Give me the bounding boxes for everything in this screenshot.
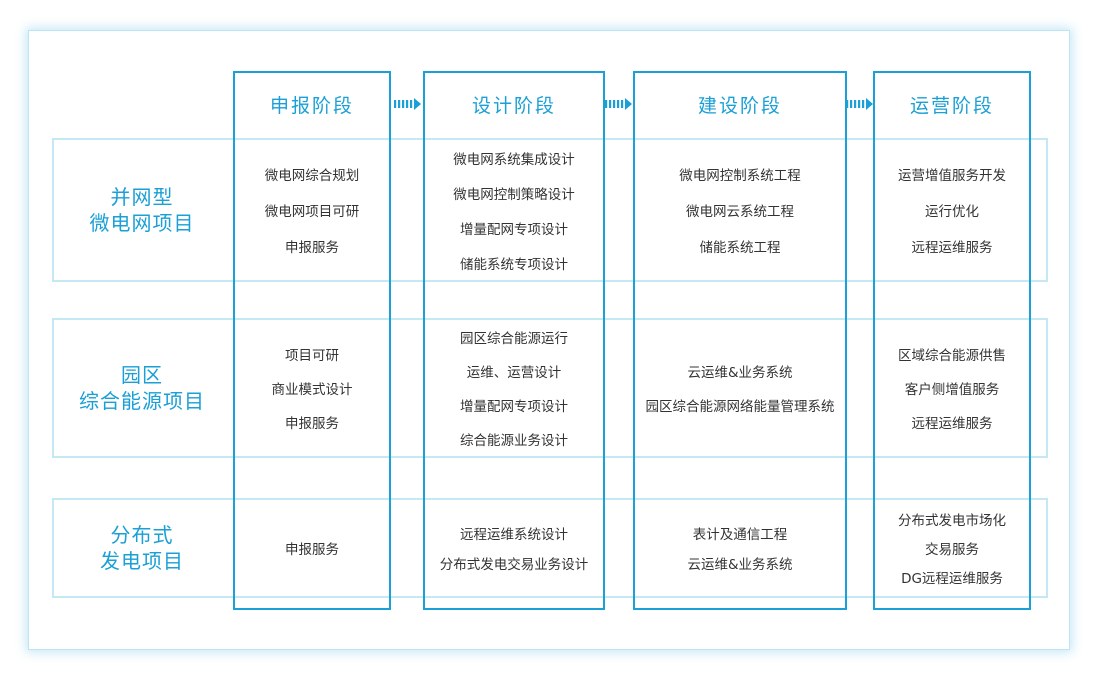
cell-park-build: 云运维&业务系统 园区综合能源网络能量管理系统 [633, 318, 847, 458]
cell-item: 综合能源业务设计 [460, 433, 568, 449]
stage-header-apply: 申报阶段 [269, 94, 354, 117]
cell-item: 储能系统工程 [699, 240, 781, 256]
row-label-line: 微电网项目 [89, 211, 195, 235]
cell-item: 云运维&业务系统 [687, 365, 793, 381]
cell-park-apply: 项目可研 商业模式设计 申报服务 [233, 318, 391, 458]
cell-item: 运行优化 [925, 204, 979, 220]
cell-grid-apply: 微电网综合规划 微电网项目可研 申报服务 [233, 138, 391, 282]
cell-item: 增量配网专项设计 [460, 221, 568, 238]
cell-item: 远程运维服务 [911, 416, 993, 432]
cell-item: 表计及通信工程 [692, 527, 788, 543]
cell-item: 运营增值服务开发 [898, 168, 1006, 184]
cell-item: 远程运维系统设计 [460, 527, 568, 543]
row-label-park-energy: 园区 综合能源项目 [52, 318, 232, 458]
cell-item: 交易服务 [925, 542, 979, 558]
cell-dist-design: 远程运维系统设计 分布式发电交易业务设计 [423, 498, 605, 598]
stage-column-design [423, 71, 605, 610]
cell-item: 园区综合能源运行 [460, 331, 568, 347]
cell-grid-operate: 运营增值服务开发 运行优化 远程运维服务 [873, 138, 1031, 282]
cell-grid-build: 微电网控制系统工程 微电网云系统工程 储能系统工程 [633, 138, 847, 282]
stage-column-operate [873, 71, 1031, 610]
cell-dist-build: 表计及通信工程 云运维&业务系统 [633, 498, 847, 598]
arrow-right-icon [605, 97, 633, 111]
cell-item: 微电网控制策略设计 [453, 186, 575, 203]
row-label-line: 园区 [121, 363, 163, 387]
cell-item: 微电网综合规划 [264, 168, 360, 184]
cell-item: 分布式发电交易业务设计 [439, 557, 589, 573]
cell-park-design: 园区综合能源运行 运维、运营设计 增量配网专项设计 综合能源业务设计 [423, 318, 605, 458]
stage-header-build: 建设阶段 [697, 94, 782, 117]
cell-item: 项目可研 [285, 348, 339, 364]
row-label-grid-connected: 并网型 微电网项目 [52, 138, 232, 282]
cell-item: 申报服务 [285, 542, 339, 558]
cell-item: 区域综合能源供售 [898, 348, 1006, 364]
cell-item: 微电网云系统工程 [686, 204, 794, 220]
arrow-right-icon [846, 97, 874, 111]
cell-item: 申报服务 [285, 240, 339, 256]
cell-item: 储能系统专项设计 [460, 256, 568, 273]
row-label-line: 分布式 [110, 523, 174, 547]
cell-item: 客户侧增值服务 [904, 382, 1000, 398]
cell-item: 微电网系统集成设计 [453, 151, 575, 168]
row-band-distributed [52, 498, 1048, 598]
stage-header-design: 设计阶段 [471, 94, 556, 117]
cell-item: 分布式发电市场化 [898, 513, 1006, 529]
cell-dist-operate: 分布式发电市场化 交易服务 DG远程运维服务 [873, 498, 1031, 598]
row-band-grid-connected [52, 138, 1048, 282]
cell-item: 申报服务 [285, 416, 339, 432]
row-label-line: 发电项目 [100, 549, 184, 573]
arrow-right-icon [394, 97, 422, 111]
row-label-line: 并网型 [110, 185, 174, 209]
stage-header-operate: 运营阶段 [909, 94, 994, 117]
row-band-park-energy [52, 318, 1048, 458]
row-label-line: 综合能源项目 [79, 389, 205, 413]
cell-item: 微电网项目可研 [264, 204, 360, 220]
stage-column-apply [233, 71, 391, 610]
cell-item: 微电网控制系统工程 [679, 168, 801, 184]
cell-grid-design: 微电网系统集成设计 微电网控制策略设计 增量配网专项设计 储能系统专项设计 [423, 138, 605, 282]
cell-item: 园区综合能源网络能量管理系统 [645, 399, 835, 415]
stage-column-build [633, 71, 847, 610]
row-label-distributed: 分布式 发电项目 [52, 498, 232, 598]
cell-item: 商业模式设计 [271, 382, 353, 398]
cell-item: 运维、运营设计 [466, 365, 562, 381]
cell-item: 远程运维服务 [911, 240, 993, 256]
cell-item: DG远程运维服务 [901, 571, 1003, 587]
cell-park-operate: 区域综合能源供售 客户侧增值服务 远程运维服务 [873, 318, 1031, 458]
cell-item: 云运维&业务系统 [687, 557, 793, 573]
cell-item: 增量配网专项设计 [460, 399, 568, 415]
cell-dist-apply: 申报服务 [233, 498, 391, 598]
